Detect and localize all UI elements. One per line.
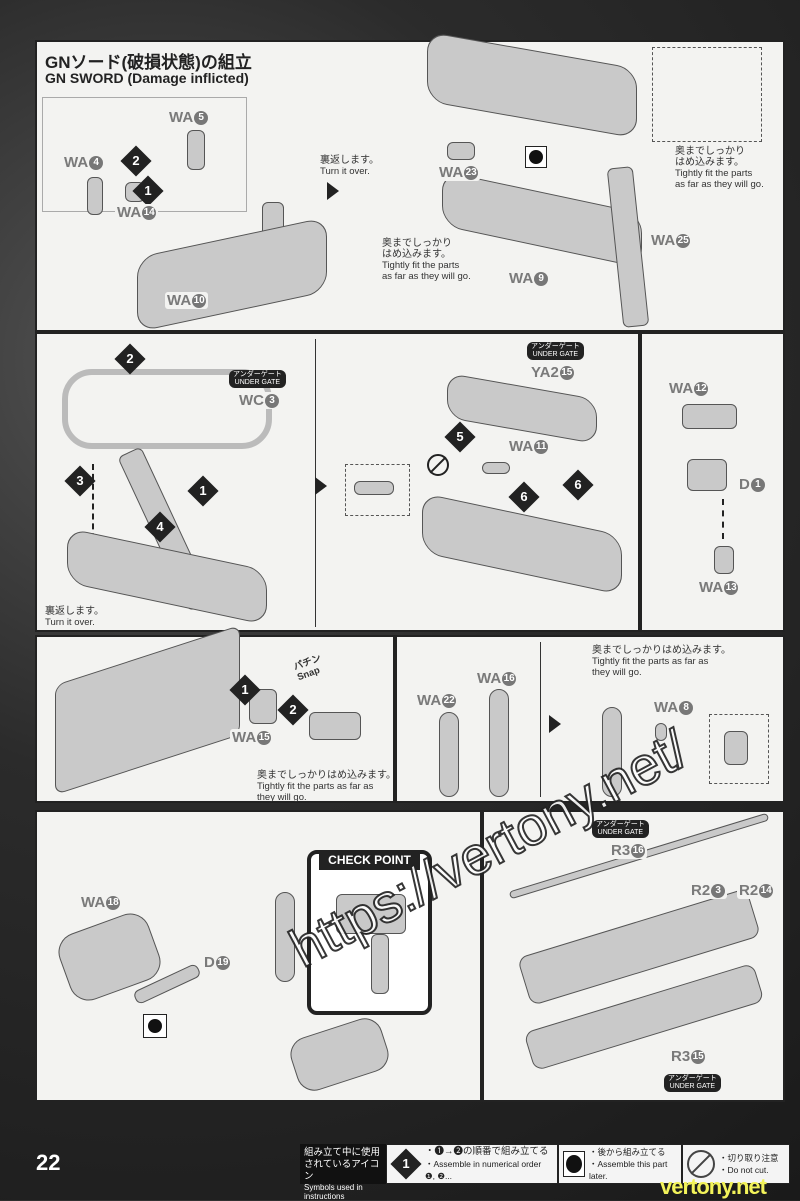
assembly-arrow <box>722 499 724 539</box>
do-not-cut-icon <box>687 1150 715 1178</box>
legend-order: 1 ・❶→❷の順番で組み立てる・Assemble in numerical or… <box>386 1144 558 1184</box>
part-wa4 <box>87 177 103 215</box>
step-marker: 3 <box>64 465 96 497</box>
step-marker: 5 <box>444 421 476 453</box>
part-wa5 <box>187 130 205 170</box>
part-check <box>336 894 406 934</box>
part-wa11 <box>482 462 510 474</box>
part-sword-top <box>427 31 637 139</box>
assembly-arrow <box>92 464 94 559</box>
part-grip <box>285 1013 394 1096</box>
step-marker: 2 <box>114 343 146 375</box>
section-subtitle: GN SWORD (Damage inflicted) <box>45 70 249 86</box>
section-title: GNソード(破損状態)の組立 <box>45 53 252 72</box>
turn-over-note: 裏返します。Turn it over. <box>45 606 104 628</box>
part-wc3-frame <box>62 369 272 449</box>
detail-inset <box>652 47 762 142</box>
part-peg <box>309 712 361 740</box>
next-arrow-icon <box>315 477 327 495</box>
part-wa16-assembled <box>602 707 622 797</box>
assemble-later-icon <box>143 1014 167 1038</box>
part-check-arm <box>371 934 389 994</box>
part-wa23 <box>447 142 475 160</box>
watermark-brand: vertony.net <box>660 1174 767 1199</box>
fit-note: 奥までしっかりはめ込みます。Tightly fit the parts as f… <box>257 770 396 803</box>
part-wa13 <box>714 546 734 574</box>
step-marker: 1 <box>187 475 219 507</box>
step-marker: 2 <box>277 694 309 726</box>
part-sword-back <box>55 624 240 796</box>
step-panel-1: GNソード(破損状態)の組立 GN SWORD (Damage inflicte… <box>35 31 785 333</box>
step-marker: 1 <box>132 175 164 207</box>
part-arm <box>275 892 295 982</box>
step-marker: 1 <box>229 674 261 706</box>
part-wa22 <box>439 712 459 797</box>
detail-inset <box>709 714 769 784</box>
turn-over-note: 裏返します。Turn it over. <box>320 155 379 177</box>
part-d1 <box>687 459 727 491</box>
fit-note: 奥までしっかりはめ込みます。Tightly fit the parts as f… <box>592 645 731 678</box>
assemble-later-icon <box>525 146 547 168</box>
part-wa10 <box>137 216 327 333</box>
divider <box>540 642 541 797</box>
part-wa8 <box>655 723 667 741</box>
part-wa12 <box>682 404 737 429</box>
assemble-later-icon <box>563 1151 585 1177</box>
step-marker: 2 <box>120 145 152 177</box>
check-point-box: CHECK POINT <box>307 850 432 1015</box>
step-marker: 6 <box>508 481 540 513</box>
next-arrow-icon <box>549 715 561 733</box>
legend-later: ・後から組み立てる・Assemble this part later. <box>558 1144 682 1184</box>
check-point-title: CHECK POINT <box>319 850 420 870</box>
page-number: 22 <box>36 1150 61 1175</box>
part-wa16 <box>489 689 509 797</box>
step-marker: 6 <box>562 469 594 501</box>
step-icon: 1 <box>390 1148 422 1180</box>
step-marker: 4 <box>144 511 176 543</box>
next-arrow-icon <box>327 182 339 200</box>
do-not-cut-icon <box>427 454 449 476</box>
detail-inset <box>345 464 410 516</box>
legend-no-cut: ・切り取り注意・Do not cut. <box>682 1144 790 1184</box>
